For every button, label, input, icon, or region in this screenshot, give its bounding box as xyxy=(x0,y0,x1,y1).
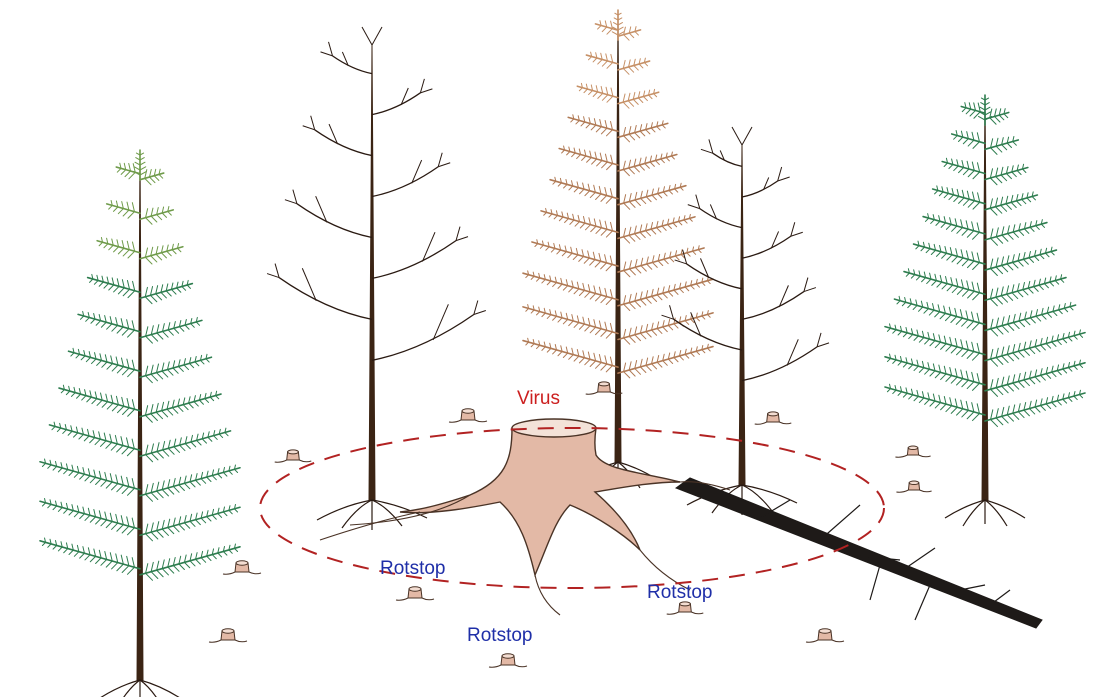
small-stump-11 xyxy=(489,654,527,667)
healthy-tree-right xyxy=(885,95,1085,526)
rotstop-label-right: Rotstop xyxy=(647,583,712,602)
small-stump-9 xyxy=(667,602,704,614)
healthy-tree-left xyxy=(40,150,240,697)
small-stump-4 xyxy=(275,450,312,462)
rotstop-label-bottom: Rotstop xyxy=(467,626,532,645)
small-stump-5 xyxy=(895,446,930,457)
virus-label: Virus xyxy=(517,389,560,408)
small-stump-8 xyxy=(396,587,434,600)
small-stump-7 xyxy=(223,561,261,574)
small-stump-12 xyxy=(806,629,844,642)
dead-brown-tree xyxy=(523,10,713,488)
healthy-tree-right-roots xyxy=(945,500,1025,526)
small-stump-6 xyxy=(896,481,931,492)
small-stump-3 xyxy=(755,412,792,424)
healthy-tree-left-roots xyxy=(100,680,180,697)
small-stump-10 xyxy=(209,629,247,642)
rotstop-label-left: Rotstop xyxy=(380,559,445,578)
dead-bare-tree-left xyxy=(267,27,486,530)
small-stump-1 xyxy=(449,409,487,422)
